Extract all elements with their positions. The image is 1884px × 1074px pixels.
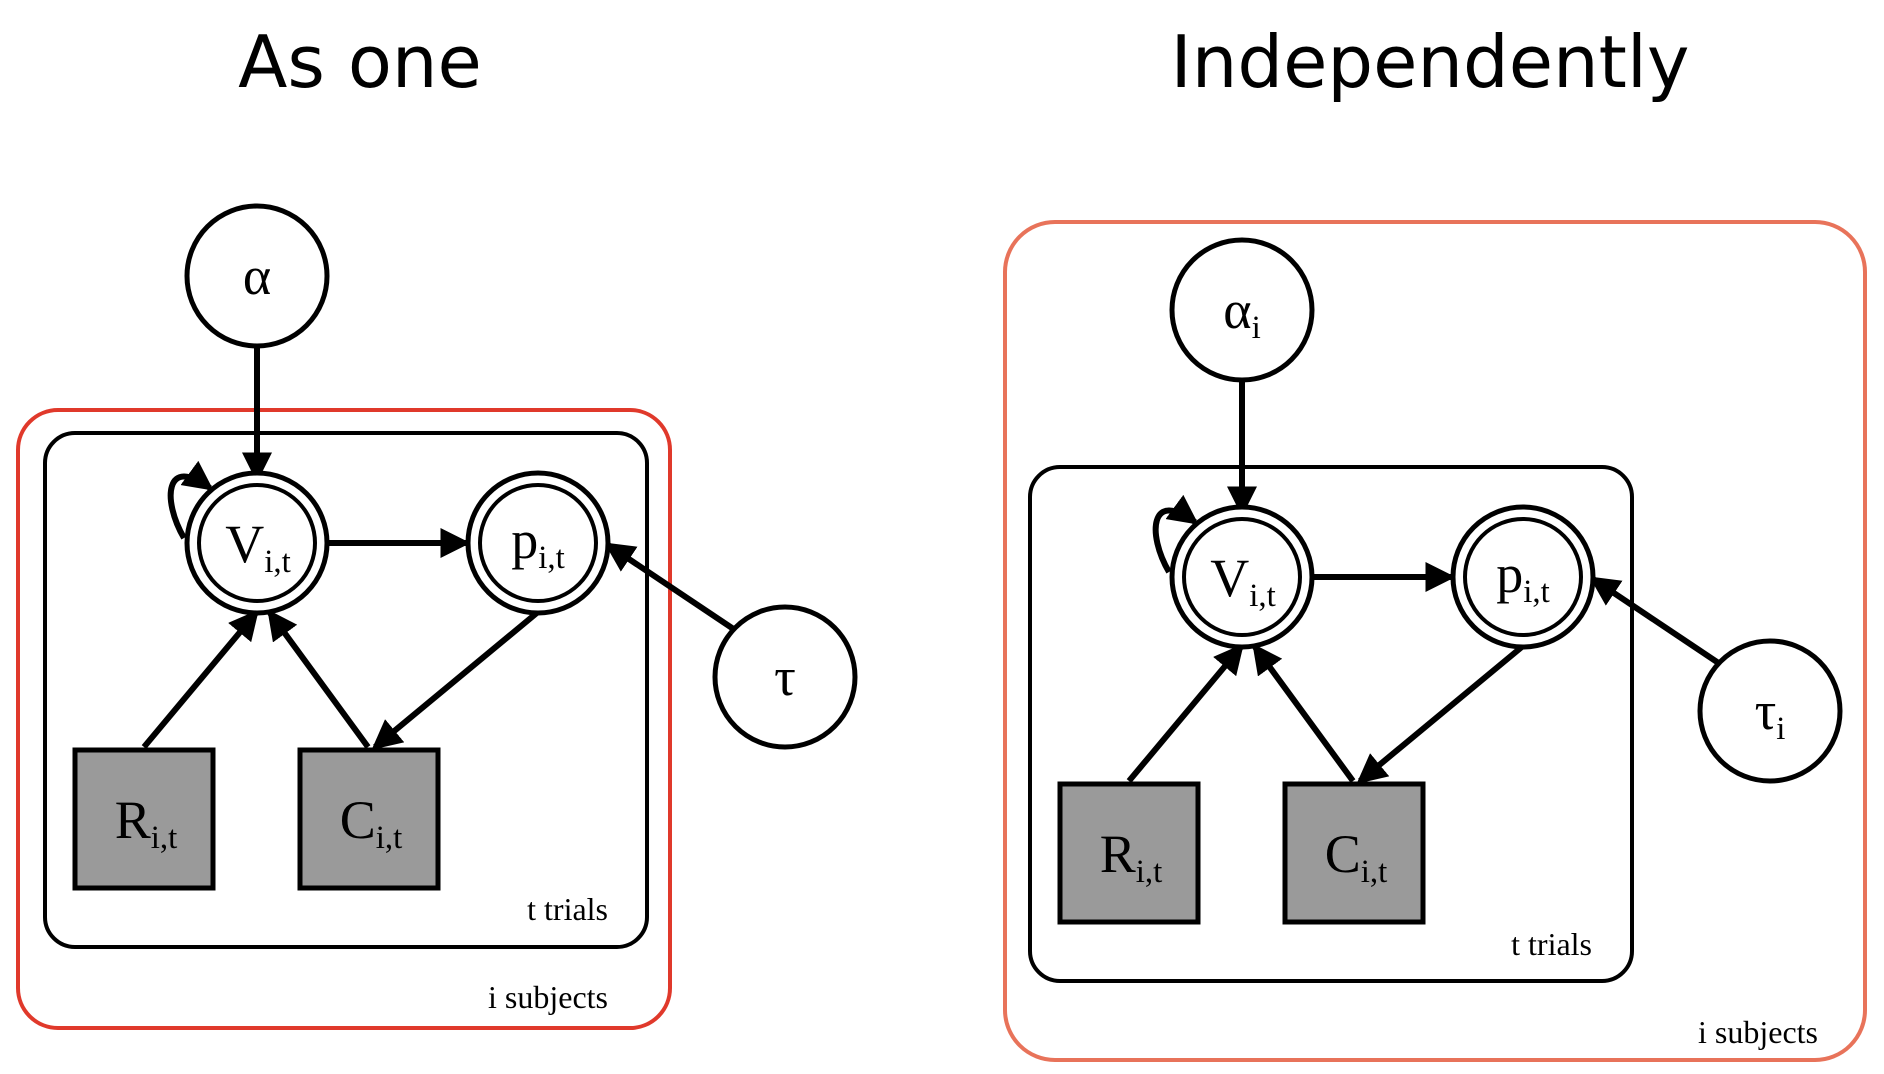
node-p [465, 470, 611, 616]
node-alpha [184, 203, 330, 349]
outer-plate-subjects [1003, 220, 1867, 1062]
edge-tau-to-p [604, 542, 737, 633]
outer-plate-label: i subjects [1698, 1014, 1818, 1050]
node-r-label: Ri,t [1100, 824, 1163, 890]
panel-as-one: As one i subjects t trials α Vi,t pi,t τ [16, 20, 858, 1030]
edge-r-to-v [1126, 643, 1244, 783]
node-v [184, 470, 330, 616]
edge-tau-to-p [1589, 576, 1722, 667]
node-v-label: Vi,t [225, 514, 291, 580]
node-r [1057, 781, 1201, 925]
node-c [1282, 781, 1426, 925]
node-p [1450, 504, 1596, 650]
node-v [1169, 504, 1315, 650]
node-p-label: pi,t [511, 510, 565, 576]
node-tau-label: τ [774, 647, 796, 707]
inner-plate-trials [43, 431, 649, 949]
panel-title: As one [238, 20, 482, 104]
edge-c-to-v [267, 609, 371, 749]
node-c-label: Ci,t [340, 790, 403, 856]
node-r-label: Ri,t [115, 790, 178, 856]
inner-plate-trials [1028, 465, 1634, 983]
outer-plate-label: i subjects [488, 979, 608, 1015]
node-tau [712, 604, 858, 750]
node-tau [1697, 638, 1843, 784]
node-tau-label: τi [1755, 681, 1786, 747]
node-alpha-label: αi [1223, 280, 1260, 346]
node-p-label: pi,t [1496, 544, 1550, 610]
edge-c-to-v [1252, 643, 1356, 783]
node-alpha [1169, 237, 1315, 383]
edge-v-self-loop [1152, 494, 1199, 574]
node-alpha-label: α [243, 246, 271, 306]
edge-p-to-c [1356, 643, 1525, 784]
node-r [72, 747, 216, 891]
outer-plate-subjects [16, 408, 672, 1030]
node-c-label: Ci,t [1325, 824, 1388, 890]
edge-v-self-loop [167, 460, 214, 540]
panel-title: Independently [1171, 20, 1690, 104]
inner-plate-label: t trials [527, 891, 608, 927]
node-v-label: Vi,t [1210, 548, 1276, 614]
panel-independently: Independently i subjects t trials αi Vi,… [1003, 20, 1867, 1062]
inner-plate-label: t trials [1511, 926, 1592, 962]
edge-r-to-v [141, 609, 259, 749]
node-c [297, 747, 441, 891]
edge-p-to-c [371, 609, 540, 750]
